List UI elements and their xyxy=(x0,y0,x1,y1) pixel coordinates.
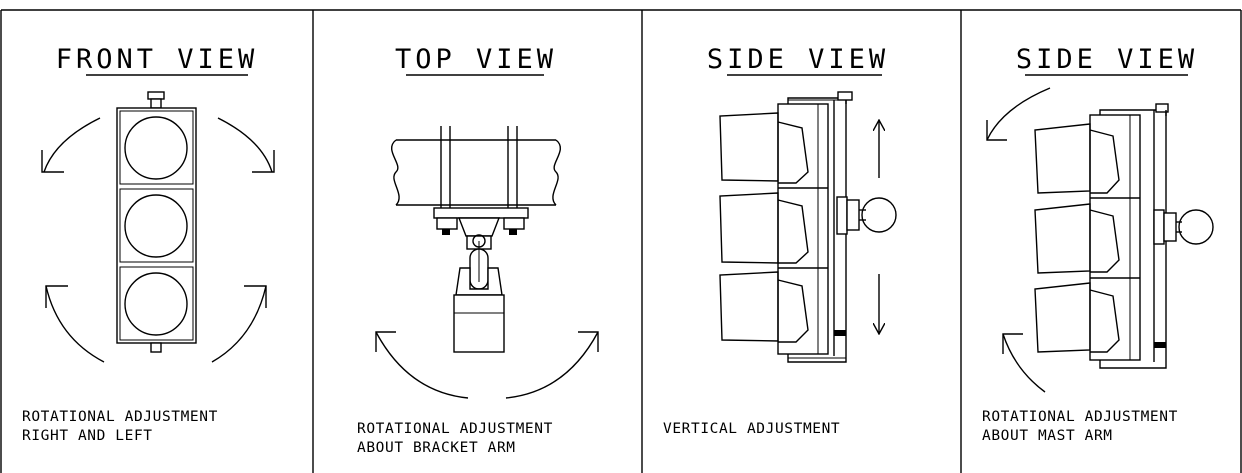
caption-side-vertical: VERTICAL ADJUSTMENT xyxy=(663,421,840,437)
panel-title-side-view-1: SIDE VIEW xyxy=(707,44,889,75)
housing-body xyxy=(1089,114,1141,361)
bracket-assembly xyxy=(433,207,529,353)
rotation-arrows-top xyxy=(375,331,599,399)
pipe-break-right xyxy=(552,139,562,206)
housing-body xyxy=(777,103,829,355)
panel-title-top-view: TOP VIEW xyxy=(395,44,557,75)
rotate-arrow-lower-left xyxy=(45,285,105,363)
visor-bottom xyxy=(719,271,779,342)
signal-lens-bottom xyxy=(124,272,188,336)
rotate-arrow-bracket-right xyxy=(505,331,599,399)
panel-title-front-view: FRONT VIEW xyxy=(56,44,259,75)
panel-front-view: FRONT VIEW ROTATIONAL ADJUSTMENT RIGHT xyxy=(22,44,275,444)
mast-arm-section xyxy=(861,197,897,233)
rotate-arrow-bracket-left xyxy=(375,331,469,399)
panel-top-view: TOP VIEW xyxy=(357,44,599,456)
caption-top-line2: ABOUT BRACKET ARM xyxy=(357,440,516,456)
front-signal-head xyxy=(116,91,197,353)
pipe-break-left xyxy=(390,139,400,206)
signal-housing-top xyxy=(453,294,505,353)
caption-mast-line1: ROTATIONAL ADJUSTMENT xyxy=(982,409,1178,425)
caption-front-line2: RIGHT AND LEFT xyxy=(22,428,153,444)
mast-arm-section xyxy=(1178,209,1214,245)
mast-arm-pipe xyxy=(390,139,562,206)
visor-bottom xyxy=(1034,282,1091,353)
visor-top xyxy=(719,112,779,182)
caption-mast-line2: ABOUT MAST ARM xyxy=(982,428,1113,444)
panel-side-view-rotational: SIDE VIEW xyxy=(982,44,1214,444)
band-clamps xyxy=(440,126,518,208)
visor-middle xyxy=(719,192,779,264)
rotate-arrow-upper-right xyxy=(217,117,273,173)
side-signal-head-2 xyxy=(1034,103,1214,369)
rotation-arrows-front xyxy=(41,117,275,363)
signal-lens-middle xyxy=(124,194,188,258)
visor-middle xyxy=(1034,203,1091,274)
rotate-arrow-lower-right xyxy=(211,285,267,363)
visor-top xyxy=(1034,123,1091,194)
rotate-arrow-mast-top xyxy=(986,87,1051,141)
rotation-arrows-mast xyxy=(986,87,1051,393)
caption-top-line1: ROTATIONAL ADJUSTMENT xyxy=(357,421,553,437)
rotate-arrow-mast-bottom xyxy=(1002,333,1046,393)
panel-side-view-vertical: SIDE VIEW xyxy=(663,44,897,437)
rotate-arrow-upper-left xyxy=(43,117,101,173)
panel-frame xyxy=(0,9,1242,473)
signal-lens-top xyxy=(124,116,188,180)
panel-title-side-view-2: SIDE VIEW xyxy=(1016,44,1198,75)
side-signal-head-1 xyxy=(719,91,897,363)
caption-front-line1: ROTATIONAL ADJUSTMENT xyxy=(22,409,218,425)
